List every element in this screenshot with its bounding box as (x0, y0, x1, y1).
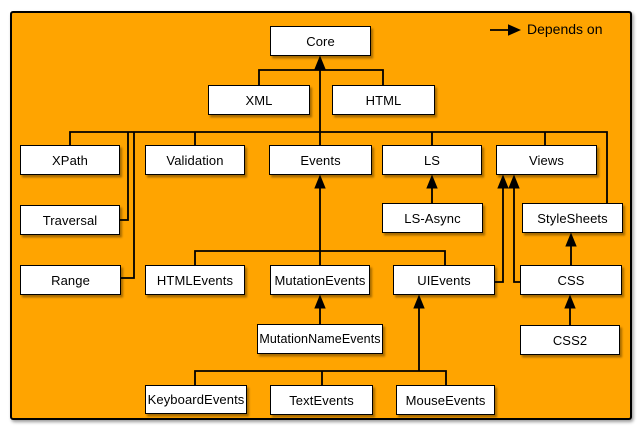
node-xml: XML (208, 85, 310, 115)
node-xpath: XPath (20, 145, 120, 175)
node-range: Range (20, 265, 121, 295)
node-ls: LS (382, 145, 482, 175)
node-traversal: Traversal (20, 205, 120, 235)
node-ls-async: LS-Async (382, 203, 483, 233)
node-mutationnameevents: MutationNameEvents (257, 324, 383, 354)
node-css2: CSS2 (520, 325, 620, 355)
node-css: CSS (520, 265, 622, 295)
node-core: Core (270, 26, 371, 56)
node-stylesheets: StyleSheets (522, 203, 623, 233)
node-mouseevents: MouseEvents (396, 385, 495, 415)
node-keyboardevents: KeyboardEvents (145, 385, 247, 414)
node-events: Events (269, 145, 372, 175)
node-textevents: TextEvents (270, 385, 373, 415)
node-mutationevents: MutationEvents (270, 265, 370, 295)
node-html: HTML (332, 85, 435, 115)
legend-label: Depends on (527, 21, 603, 37)
node-htmlevents: HTMLEvents (145, 265, 245, 295)
node-uievents: UIEvents (393, 265, 495, 295)
node-views: Views (496, 145, 597, 175)
node-validation: Validation (145, 145, 245, 175)
